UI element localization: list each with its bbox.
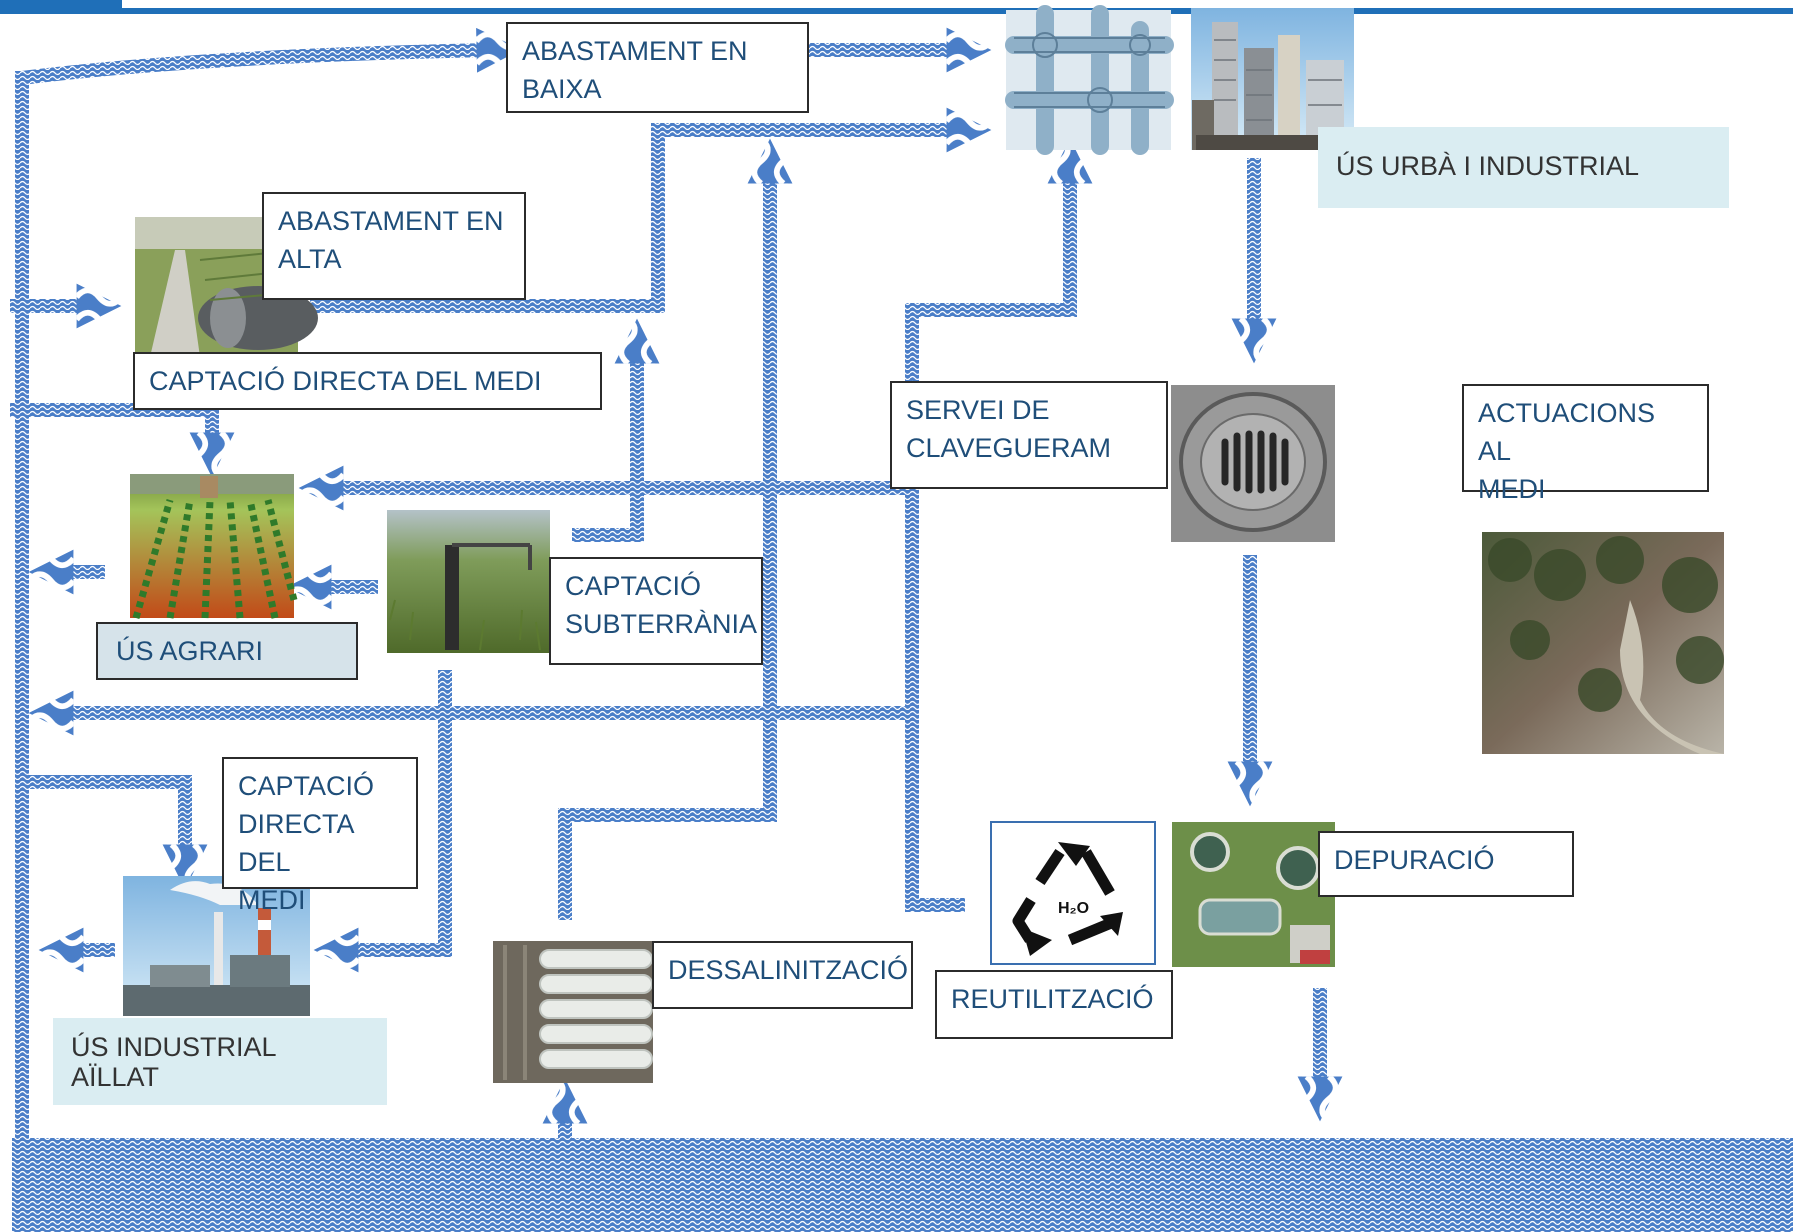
depuracio-box: DEPURACIÓ <box>1318 831 1574 897</box>
recycle-h2o-icon: H₂O <box>990 821 1156 965</box>
captacio-subterrania-box: CAPTACIÓ SUBTERRÀNIA <box>549 557 763 665</box>
us-industrial-aillat-box: ÚS INDUSTRIAL AÏLLAT <box>53 1018 387 1105</box>
reutilitzacio-box: REUTILITZACIÓ <box>935 970 1173 1039</box>
captacio-directa-medi-box: CAPTACIÓ DIRECTA DEL MEDI <box>133 352 602 410</box>
desal-image <box>493 941 653 1083</box>
flow-trunk-to-industrial <box>22 775 185 858</box>
servei-clavegueram-box: SERVEI DE CLAVEGUERAM <box>890 381 1168 489</box>
flow-to-abastament-baixa <box>21 50 490 78</box>
flow-reuse-to-network <box>905 170 1070 912</box>
h2o-label: H₂O <box>1058 900 1089 917</box>
treatment-plant-image <box>1172 822 1335 967</box>
flow-subterrania-to-alta <box>572 350 637 542</box>
crops-image <box>130 474 298 619</box>
dessalinitzacio-box: DESSALINITZACIÓ <box>652 941 913 1009</box>
water-body-band <box>12 1138 1793 1232</box>
river-image <box>1482 532 1724 754</box>
city-image <box>1191 8 1354 150</box>
us-agrari-box: ÚS AGRARI <box>96 622 358 680</box>
actuacions-medi-box: ACTUACIONS AL MEDI <box>1462 384 1709 504</box>
well-image <box>387 510 550 653</box>
pipes-image <box>1005 5 1174 155</box>
flow-left-trunk <box>15 71 29 1140</box>
manhole-image <box>1171 385 1335 542</box>
header-rule <box>0 8 1793 14</box>
flow-trunk-to-agrari <box>10 403 212 446</box>
industry-image <box>123 876 310 1016</box>
flow-alta-to-network <box>310 130 960 313</box>
captacio-directa-medi-2-box: CAPTACIÓ DIRECTA DEL MEDI <box>222 757 418 915</box>
abastament-baixa-box: ABASTAMENT EN BAIXA <box>506 22 809 113</box>
us-urba-industrial-box: ÚS URBÀ I INDUSTRIAL <box>1318 127 1729 208</box>
flow-well-to-industrial <box>345 670 452 950</box>
flow-desal-to-network <box>558 170 770 920</box>
abastament-alta-box: ABASTAMENT EN ALTA <box>262 192 526 300</box>
